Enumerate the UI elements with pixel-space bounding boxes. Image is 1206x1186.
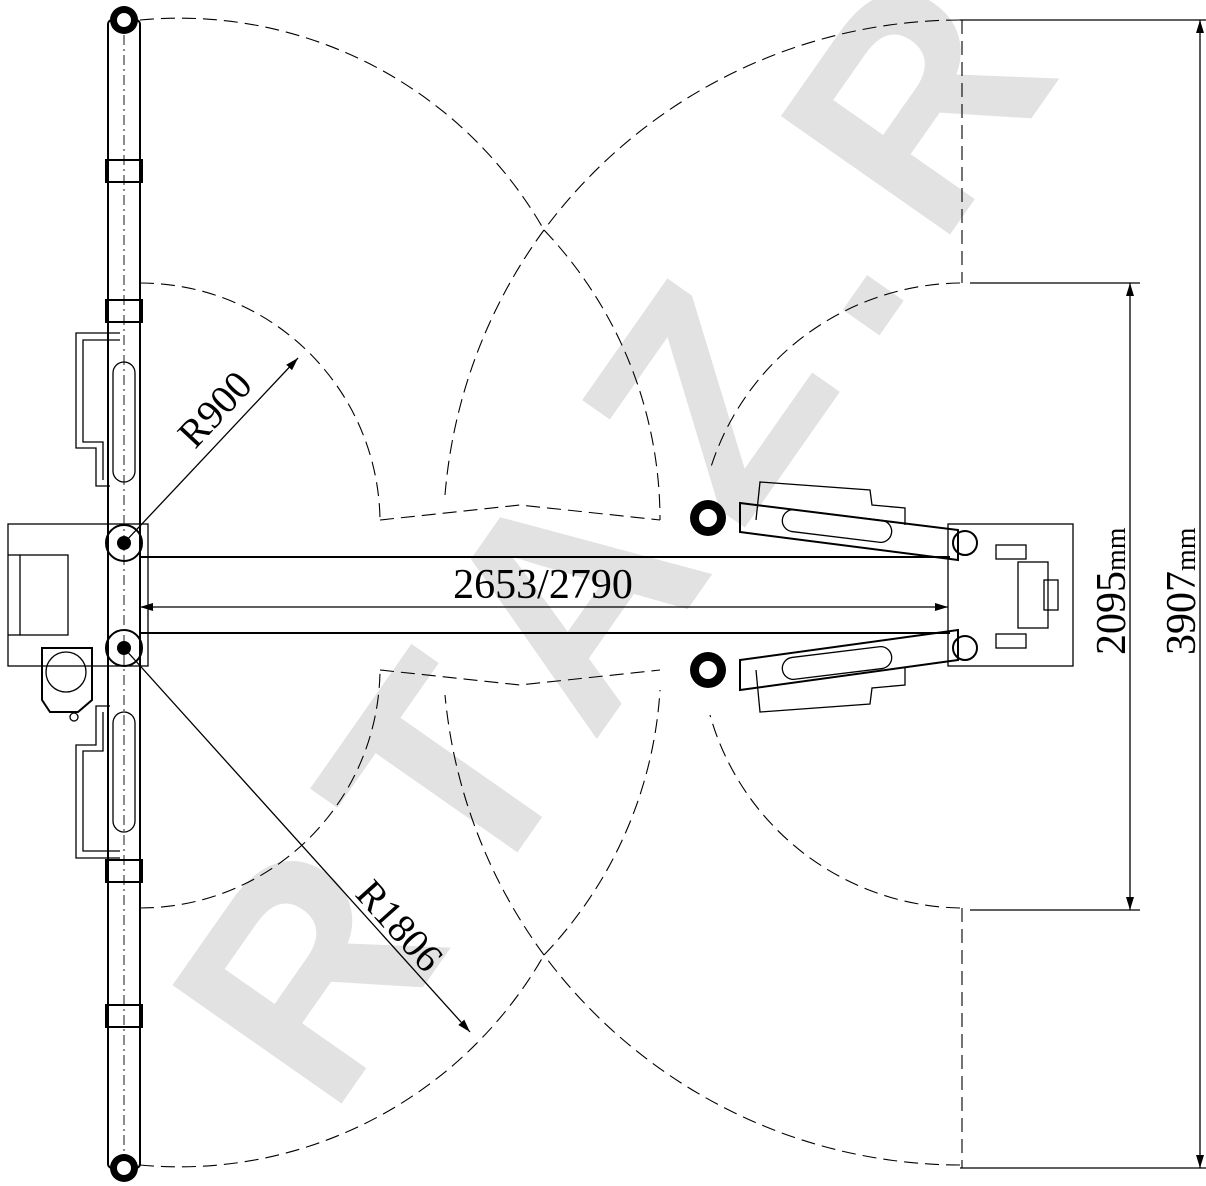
watermark: RTAZ.RU bbox=[107, 0, 1206, 1157]
lift-arm-lower bbox=[690, 628, 959, 713]
dimension-overall-height-label: 3907mm bbox=[1159, 527, 1205, 655]
dimension-overall-height: 3907mm bbox=[960, 19, 1206, 1169]
dimension-width-label: 2653/2790 bbox=[453, 562, 633, 608]
dimension-r900: R900 bbox=[123, 357, 299, 544]
right-base-plate bbox=[947, 523, 1074, 667]
dimension-r900-label: R900 bbox=[169, 362, 261, 456]
watermark-text: RTAZ.RU bbox=[107, 0, 1206, 1157]
dimension-inner-height: 2095mm bbox=[970, 282, 1140, 911]
dimension-width: 2653/2790 bbox=[140, 562, 948, 611]
dimension-inner-height-label: 2095mm bbox=[1089, 527, 1135, 655]
left-base-plate bbox=[7, 523, 149, 722]
lift-arm-upper bbox=[690, 481, 959, 562]
overhead-beam bbox=[140, 556, 950, 634]
left-column-assembly bbox=[75, 6, 143, 1182]
arm-sweep-arcs bbox=[139, 17, 963, 1168]
